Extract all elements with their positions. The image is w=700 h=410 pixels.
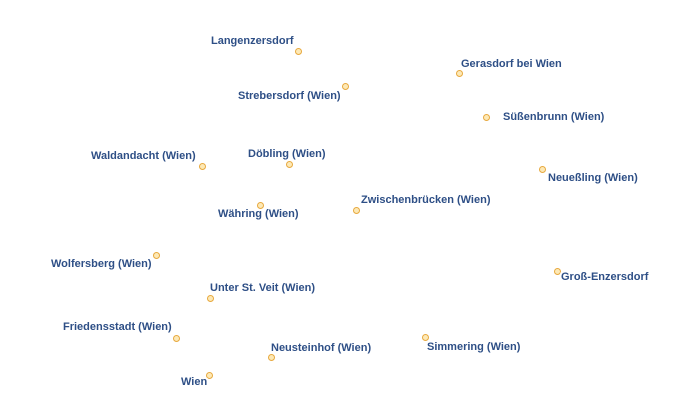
place-label: Neueßling (Wien) (548, 172, 638, 184)
place-marker-icon[interactable] (173, 335, 180, 342)
place-label: Simmering (Wien) (427, 341, 521, 353)
place-marker-icon[interactable] (257, 202, 264, 209)
place-marker-icon[interactable] (206, 372, 213, 379)
place-marker-icon[interactable] (483, 114, 490, 121)
place-marker-icon[interactable] (554, 268, 561, 275)
place-marker-icon[interactable] (153, 252, 160, 259)
place-label: Zwischenbrücken (Wien) (361, 194, 491, 206)
place-label: Friedensstadt (Wien) (63, 321, 172, 333)
place-marker-icon[interactable] (295, 48, 302, 55)
place-label: Langenzersdorf (211, 35, 294, 47)
place-marker-icon[interactable] (353, 207, 360, 214)
place-marker-icon[interactable] (199, 163, 206, 170)
place-marker-icon[interactable] (207, 295, 214, 302)
place-marker-icon[interactable] (422, 334, 429, 341)
place-marker-icon[interactable] (342, 83, 349, 90)
place-label: Neusteinhof (Wien) (271, 342, 372, 354)
place-label: Groß-Enzersdorf (561, 271, 649, 283)
place-label: Gerasdorf bei Wien (461, 58, 562, 70)
place-marker-icon[interactable] (286, 161, 293, 168)
place-marker-icon[interactable] (268, 354, 275, 361)
place-label: Strebersdorf (Wien) (238, 90, 341, 102)
place-label: Unter St. Veit (Wien) (210, 282, 316, 294)
place-marker-icon[interactable] (456, 70, 463, 77)
place-label: Waldandacht (Wien) (91, 150, 196, 162)
place-marker-icon[interactable] (539, 166, 546, 173)
place-label: Wien (181, 376, 208, 388)
place-label: Döbling (Wien) (248, 148, 326, 160)
place-label: Süßenbrunn (Wien) (503, 111, 605, 123)
place-label: Währing (Wien) (218, 208, 299, 220)
place-label: Wolfersberg (Wien) (51, 258, 152, 270)
